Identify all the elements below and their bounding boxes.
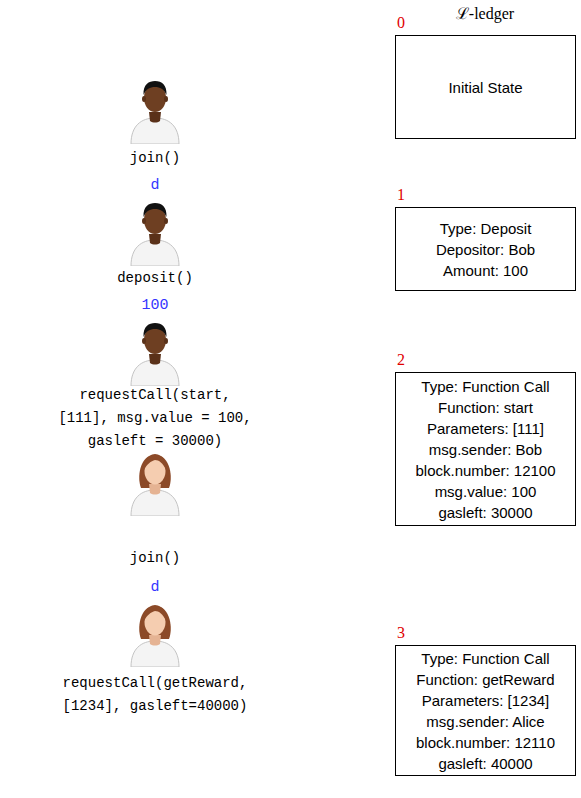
entry-field: gasleft: 40000: [438, 753, 532, 774]
entry-field: block.number: 12110: [416, 732, 555, 753]
entry-field: msg.sender: Alice: [426, 711, 544, 732]
message-value: d: [150, 576, 159, 599]
ledger-entry-box: 0Initial State: [395, 35, 576, 139]
entry-field: Depositor: Bob: [436, 239, 535, 260]
function-call: requestCall(start, [111], msg.value = 10…: [56, 384, 254, 453]
entry-field: Function: start: [438, 397, 533, 418]
entry-field: msg.sender: Bob: [429, 439, 542, 460]
person-icon: [131, 605, 179, 667]
entry-field: Initial State: [448, 77, 522, 98]
ledger-entry-box: 3Type: Function CallFunction: getRewardP…: [395, 645, 576, 776]
entry-field: msg.value: 100: [435, 481, 537, 502]
ledger-entry-box: 1Type: DepositDepositor: BobAmount: 100: [395, 207, 576, 291]
entry-field: Type: Deposit: [440, 218, 532, 239]
ledger-title: ℒ-ledger: [456, 2, 514, 24]
message-value: d: [150, 174, 159, 197]
entry-index: 2: [397, 351, 405, 369]
entry-field: gasleft: 30000: [438, 502, 532, 523]
function-call: deposit(): [117, 267, 193, 290]
entry-field: Parameters: [1234]: [422, 690, 550, 711]
function-call: join(): [130, 147, 180, 170]
entry-index: 0: [397, 14, 405, 32]
ledger-entry-box: 2Type: Function CallFunction: startParam…: [395, 372, 576, 526]
message-value: 100: [141, 294, 168, 317]
entry-body: Initial State: [396, 36, 575, 138]
function-call: requestCall(getReward, [1234], gasleft=4…: [60, 672, 250, 718]
entry-field: Type: Function Call: [421, 648, 549, 669]
person-icon: [131, 323, 179, 386]
entry-body: Type: Function CallFunction: getRewardPa…: [396, 646, 575, 775]
entry-index: 3: [397, 624, 405, 642]
person-icon: [131, 203, 179, 266]
function-call: join(): [130, 547, 180, 570]
entry-index: 1: [397, 186, 405, 204]
entry-body: Type: Function CallFunction: startParame…: [396, 373, 575, 525]
entry-field: block.number: 12100: [415, 460, 555, 481]
entry-field: Type: Function Call: [421, 376, 549, 397]
entry-body: Type: DepositDepositor: BobAmount: 100: [396, 208, 575, 290]
person-icon: [131, 81, 179, 144]
entry-field: Function: getReward: [416, 669, 554, 690]
entry-field: Amount: 100: [443, 260, 528, 281]
entry-field: Parameters: [111]: [427, 418, 544, 439]
person-icon: [131, 454, 179, 516]
